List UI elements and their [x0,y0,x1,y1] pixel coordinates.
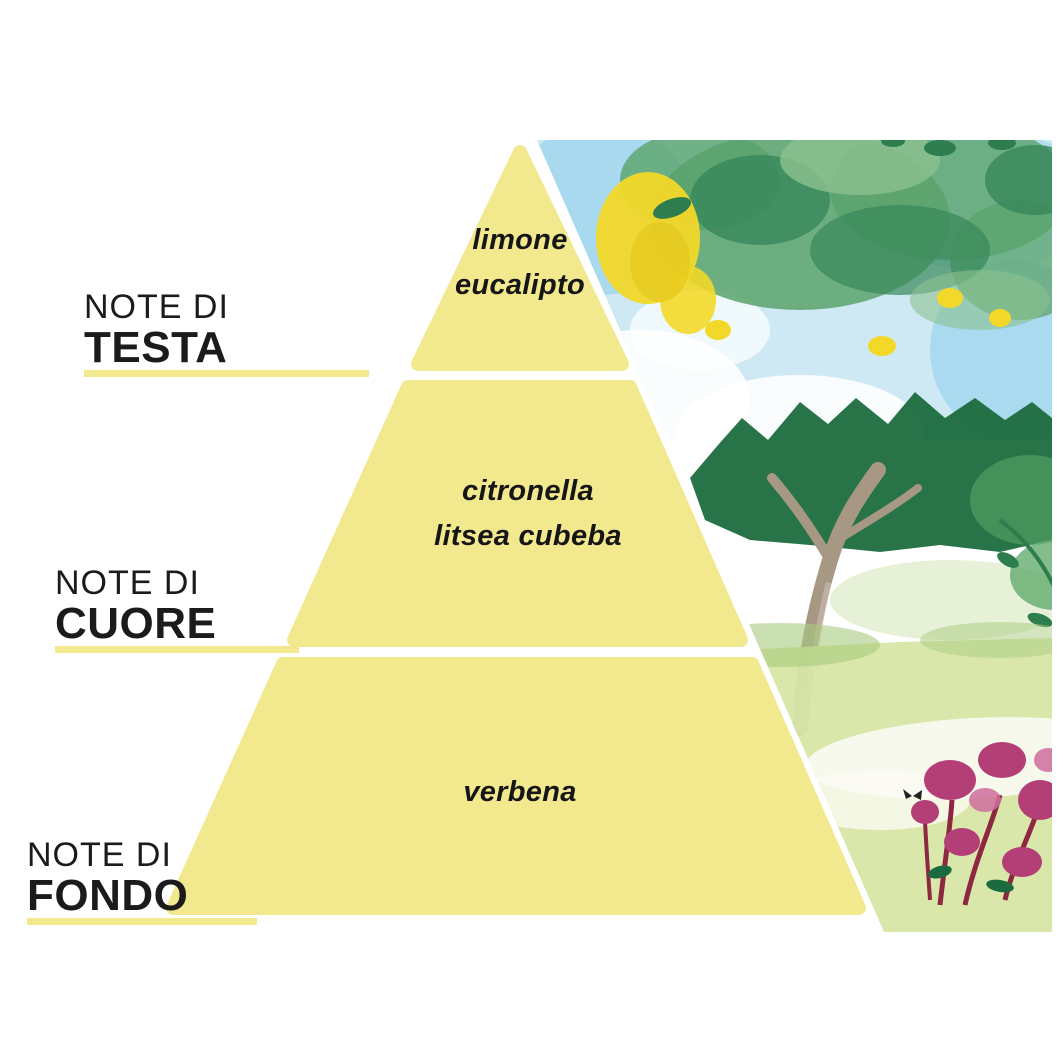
label-note-di-cuore: NOTE DI CUORE [55,564,216,646]
label-cuore-line1: NOTE DI [55,564,200,602]
label-note-di-fondo: NOTE DI FONDO [27,836,188,918]
notes-testa: limone eucalipto [360,218,680,308]
note-citronella: citronella [462,475,594,507]
note-verbena: verbena [463,776,577,808]
note-litsea-cubeba: litsea cubeba [434,520,622,552]
notes-cuore: citronella litsea cubeba [368,469,688,559]
underline-cuore [55,646,299,653]
pyramid-sections [166,145,866,915]
butterfly-icon [903,789,922,800]
pyramid-bottom-section [166,657,866,915]
notes-fondo: verbena [360,770,680,815]
underline-testa [84,370,369,377]
underline-fondo [27,918,257,925]
label-note-di-testa: NOTE DI TESTA [84,288,229,370]
note-limone: limone [472,224,568,256]
lemons [596,172,1011,356]
label-testa-line1: NOTE DI [84,288,229,326]
right-foliage [970,455,1052,628]
label-fondo-line1: NOTE DI [27,836,172,874]
pyramid-middle-section [287,380,748,647]
label-testa-line2: TESTA [84,323,228,372]
pyramid-top-section [411,145,629,371]
tree-canopy [620,140,1052,330]
flowers [911,742,1052,906]
label-cuore-line2: CUORE [55,599,217,648]
label-fondo-line2: FONDO [27,871,189,920]
watercolor-illustration [537,140,1052,932]
note-eucalipto: eucalipto [455,269,585,301]
